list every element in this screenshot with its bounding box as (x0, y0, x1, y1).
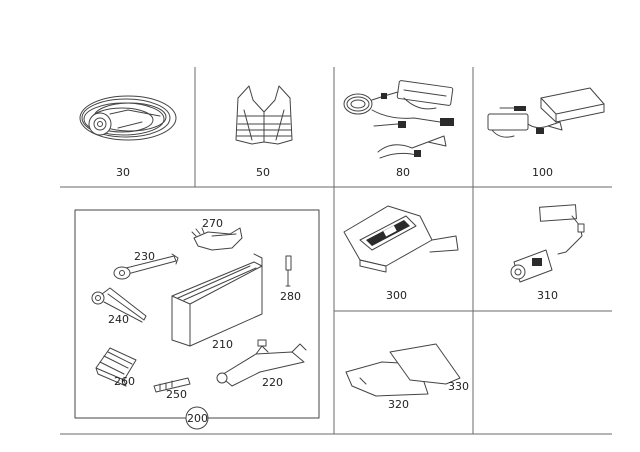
part-number-280: 280 (280, 290, 301, 303)
part-number-330: 330 (448, 380, 469, 393)
floor-mat-rear-drawing[interactable] (389, 343, 461, 385)
wheel-chock-drawing[interactable] (95, 347, 137, 387)
part-number-30: 30 (116, 166, 130, 179)
spanner-drawing[interactable] (113, 253, 179, 280)
part-number-220: 220 (262, 376, 283, 389)
part-number-230: 230 (134, 250, 155, 263)
part-number-210: 210 (212, 338, 233, 351)
wheel-wrench-drawing[interactable] (91, 287, 147, 323)
part-number-310: 310 (537, 289, 558, 302)
part-number-100: 100 (532, 166, 553, 179)
part-number-200: 200 (187, 412, 208, 425)
part-number-250: 250 (166, 388, 187, 401)
charging-cable-set-drawing[interactable] (343, 80, 454, 159)
part-number-240: 240 (108, 313, 129, 326)
compressor-kit-drawing[interactable] (510, 204, 585, 283)
part-number-50: 50 (256, 166, 270, 179)
screwdriver-drawing[interactable] (285, 255, 292, 287)
car-jack-drawing[interactable] (216, 339, 307, 387)
part-number-300: 300 (386, 289, 407, 302)
part-number-320: 320 (388, 398, 409, 411)
charger-case-drawing[interactable] (487, 87, 605, 138)
gloves-drawing[interactable] (191, 227, 243, 251)
part-number-80: 80 (396, 166, 410, 179)
tool-box-drawing[interactable] (171, 253, 263, 347)
part-number-260: 260 (114, 375, 135, 388)
cable-coil-drawing[interactable] (79, 95, 177, 141)
grid-lines (60, 67, 612, 435)
part-number-270: 270 (202, 217, 223, 230)
safety-vest-drawing[interactable] (235, 85, 293, 145)
tool-kit-frame[interactable] (74, 209, 320, 430)
towing-eye-drawing[interactable] (153, 377, 191, 393)
wallbox-charger-drawing[interactable] (343, 205, 459, 273)
